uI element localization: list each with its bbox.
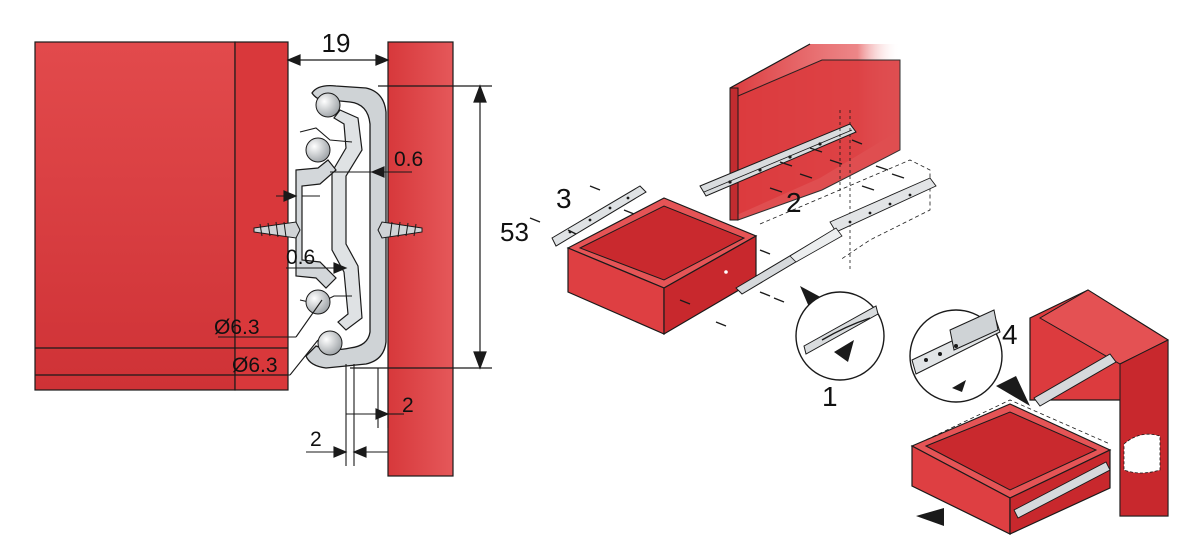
- ball-diameter-upper-label: Ø6.3: [214, 316, 260, 339]
- screw-left: [253, 221, 301, 239]
- dim-gap-upper-label: 0.6: [394, 148, 423, 171]
- cross-section: 19 53 0.6 0.6: [34, 28, 529, 477]
- dim-width-19: [286, 54, 390, 66]
- dim-gap-upper: [276, 166, 412, 202]
- ball-diameter-lower-label: Ø6.3: [232, 354, 278, 377]
- bearing-ball: [317, 330, 343, 356]
- bearing-ball: [315, 92, 341, 118]
- detail-circle-4: [909, 309, 1030, 406]
- drawer-rail: [551, 185, 647, 247]
- dim-clearance-bottom-label: 2: [310, 428, 322, 451]
- slide-inner-member: [295, 159, 337, 289]
- screw-right: [377, 221, 423, 239]
- cabinet-rail-extension: [829, 177, 937, 233]
- slide-outer-member: [305, 85, 387, 369]
- step-1-label: 1: [822, 381, 838, 412]
- cabinet-side-panel: [387, 41, 454, 477]
- cabinet-front-edge: [729, 87, 739, 221]
- cabinet-rail: [699, 123, 857, 197]
- step-3-label: 3: [556, 183, 572, 214]
- bearing-ball: [305, 137, 331, 163]
- slide-intermediate-member: [331, 109, 363, 331]
- bearing-ball: [305, 289, 331, 315]
- assembly-view: 3 2 1 4: [529, 43, 1170, 535]
- dim-width-label: 19: [322, 28, 351, 58]
- dim-height-label: 53: [500, 217, 529, 247]
- drawer-side-panel-inner: [234, 41, 289, 391]
- drawer-side-panel: [34, 41, 236, 391]
- detail-circle-1: [795, 286, 885, 381]
- step-4-label: 4: [1002, 319, 1018, 350]
- dim-gap-lower-label: 0.6: [286, 246, 315, 269]
- dim-clearance-bottom: [306, 364, 388, 466]
- dim-clearance-right: [346, 368, 404, 428]
- dim-clearance-right-label: 2: [402, 394, 414, 417]
- step-2-label: 2: [786, 187, 802, 218]
- dim-height-53: [350, 84, 492, 370]
- dim-gap-lower: [286, 262, 348, 274]
